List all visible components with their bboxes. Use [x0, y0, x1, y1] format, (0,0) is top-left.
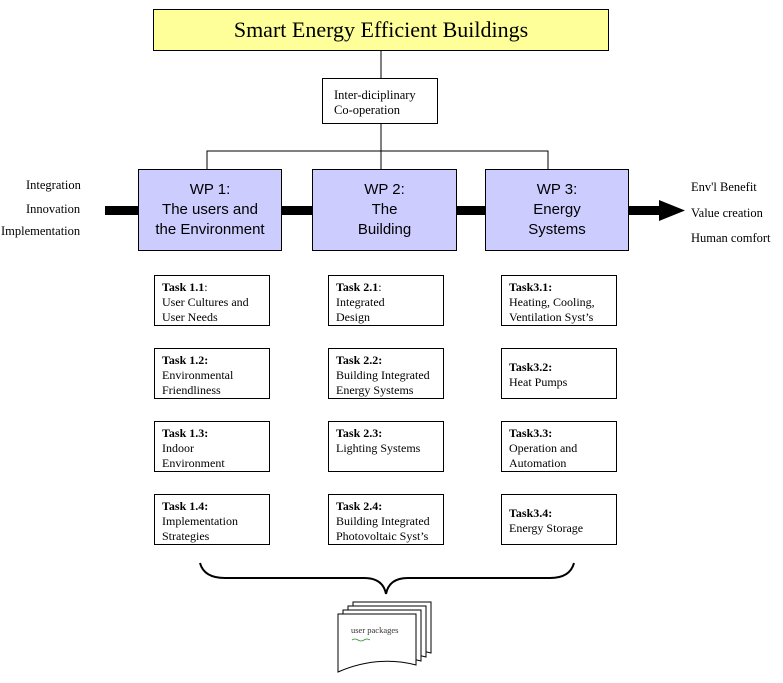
task-1-1-line-1: User Cultures and	[162, 295, 249, 309]
cooperation-line-1: Inter-diciplinary	[334, 88, 416, 102]
left-label-integration: Integration	[26, 178, 81, 192]
wp3-line-1: WP 3:	[536, 181, 578, 198]
wp2-line-1: WP 2:	[364, 181, 405, 198]
task-3-3-heading: Task3.3:	[509, 426, 553, 440]
task-1-2-line-1: Environmental	[162, 368, 234, 382]
right-label-env-benefit: Env'l Benefit	[691, 180, 757, 194]
task-2-1-box: Task 2.1: Integrated Design	[328, 275, 444, 326]
document-stack-icon	[337, 601, 432, 673]
left-label-innovation: Innovation	[26, 202, 81, 216]
task-3-1-heading: Task3.1:	[509, 280, 553, 294]
task-3-2-box: Task3.2: Heat Pumps	[501, 348, 617, 399]
cooperation-box: Inter-diciplinary Co-operation	[322, 78, 438, 124]
task-3-1-box: Task3.1: Heating, Cooling, Ventilation S…	[501, 275, 617, 326]
wp1-line-1: WP 1:	[189, 181, 231, 198]
wp2-line-2: The	[371, 201, 398, 218]
right-label-human-comfort: Human comfort	[691, 231, 771, 245]
task-1-3-line-1: Indoor	[162, 441, 194, 455]
task-2-1-line-1: Integrated	[336, 295, 385, 309]
task-3-1-line-2: Ventilation Syst’s	[509, 310, 594, 324]
task-2-2-box: Task 2.2: Building Integrated Energy Sys…	[328, 348, 444, 399]
task-3-4-heading: Task3.4:	[509, 506, 553, 520]
wp1-line-3: the Environment	[155, 221, 265, 238]
cooperation-line-2: Co-operation	[334, 103, 400, 117]
task-1-4-heading: Task 1.4:	[162, 499, 209, 513]
left-label-implementation: Implementation	[1, 224, 81, 238]
task-3-3-line-2: Automation	[509, 456, 567, 470]
task-1-1-box: Task 1.1: User Cultures and User Needs	[154, 275, 270, 326]
task-1-1-line-2: User Needs	[162, 310, 218, 324]
flow-arrow-right-segment	[629, 206, 659, 215]
wp3-line-3: Systems	[528, 221, 586, 238]
task-2-2-heading: Task 2.2:	[336, 353, 383, 367]
flow-arrow-mid-segment-2	[457, 206, 485, 215]
curly-brace	[199, 562, 575, 595]
flow-arrow-head	[659, 200, 685, 221]
task-1-3-heading: Task 1.3:	[162, 426, 209, 440]
task-2-2-line-2: Energy Systems	[336, 383, 414, 397]
task-1-4-line-1: Implementation	[162, 514, 238, 528]
task-2-1-colon: :	[378, 280, 382, 294]
wp2-line-3: Building	[357, 221, 412, 238]
task-3-4-box: Task3.4: Energy Storage	[501, 494, 617, 545]
task-2-3-heading: Task 2.3:	[336, 426, 383, 440]
task-3-1-line-1: Heating, Cooling,	[509, 295, 595, 309]
task-1-3-box: Task 1.3: Indoor Environment	[154, 421, 270, 472]
task-2-4-box: Task 2.4: Building Integrated Photovolta…	[328, 494, 444, 545]
user-packages-label: user packages	[351, 625, 399, 635]
wp1-line-2: The users and	[162, 201, 258, 218]
task-2-1-heading: Task 2.1	[336, 280, 379, 294]
task-2-4-line-2: Photovoltaic Syst’s	[336, 529, 429, 543]
right-label-value-creation: Value creation	[691, 206, 763, 220]
flow-arrow-mid-segment-1	[282, 206, 312, 215]
task-3-3-box: Task3.3: Operation and Automation	[501, 421, 617, 472]
wp3-line-2: Energy	[533, 201, 581, 218]
task-3-2-line-1: Heat Pumps	[509, 375, 568, 389]
task-3-4-line-1: Energy Storage	[509, 521, 584, 535]
task-1-1-heading: Task 1.1	[162, 280, 205, 294]
task-1-2-box: Task 1.2: Environmental Friendliness	[154, 348, 270, 399]
task-2-3-box: Task 2.3: Lighting Systems	[328, 421, 444, 472]
task-3-2-heading: Task3.2:	[509, 360, 553, 374]
task-1-1-colon: :	[204, 280, 208, 294]
wp2-box: WP 2: The Building	[312, 169, 457, 251]
task-1-3-line-2: Environment	[162, 456, 225, 470]
task-1-4-box: Task 1.4: Implementation Strategies	[154, 494, 270, 545]
task-2-3-line-1: Lighting Systems	[336, 441, 421, 455]
task-1-2-heading: Task 1.2:	[162, 353, 209, 367]
task-2-1-line-2: Design	[336, 310, 370, 324]
flow-arrow-left-segment	[105, 206, 138, 215]
task-2-4-line-1: Building Integrated	[336, 514, 430, 528]
task-1-4-line-2: Strategies	[162, 529, 210, 543]
wp3-box: WP 3: Energy Systems	[485, 169, 629, 251]
task-2-2-line-1: Building Integrated	[336, 368, 430, 382]
task-1-2-line-2: Friendliness	[162, 383, 221, 397]
wp1-box: WP 1: The users and the Environment	[138, 169, 282, 251]
diagram-title: Smart Energy Efficient Buildings	[153, 9, 609, 51]
task-2-4-heading: Task 2.4:	[336, 499, 383, 513]
task-3-3-line-1: Operation and	[509, 441, 578, 455]
